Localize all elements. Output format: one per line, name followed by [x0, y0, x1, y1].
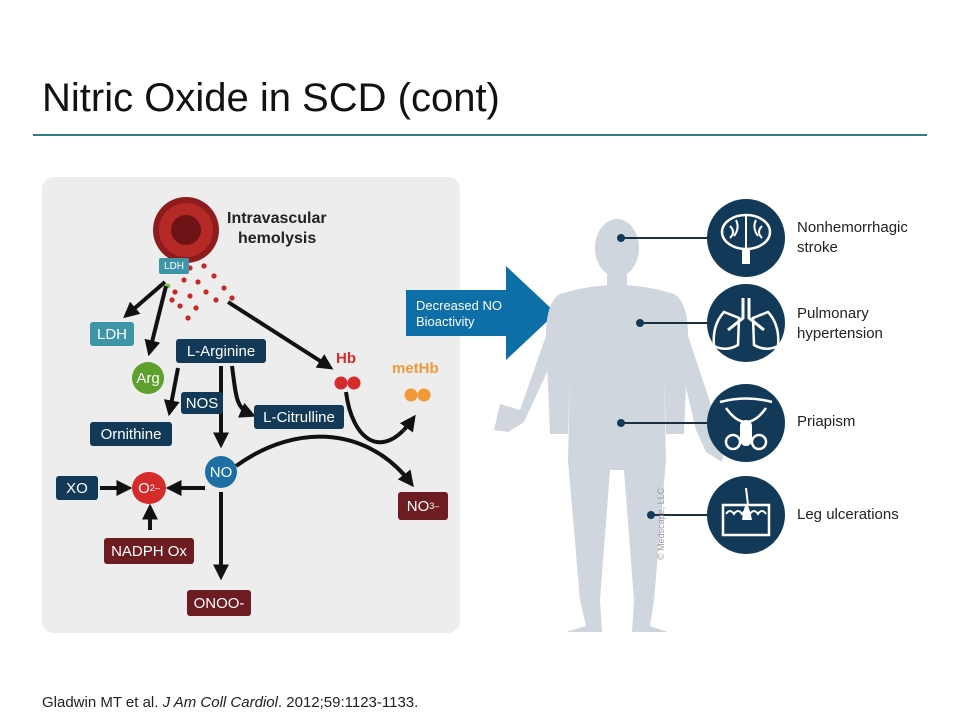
hemoglobin-dots [169, 263, 235, 321]
l-citrulline-box: L-Citrulline [254, 405, 344, 429]
hb-label: Hb [336, 350, 356, 367]
title-divider [33, 134, 927, 136]
connector-lines [621, 237, 708, 516]
ldh-small-label: LDH [159, 258, 189, 274]
nos-box: NOS [181, 392, 223, 414]
citation-journal: J Am Coll Cardiol [162, 694, 278, 711]
red-blood-cell-icon [153, 197, 219, 263]
citation-rest: . 2012;59:1123-1133. [277, 694, 419, 711]
hemolysis-label-line1: Intravascular [227, 210, 327, 227]
condition-pulmonary-line2: hypertension [797, 325, 883, 342]
human-body-silhouette [494, 219, 726, 632]
condition-stroke-line1: Nonhemorrhagic [797, 219, 908, 236]
condition-stroke-line2: stroke [797, 239, 838, 256]
condition-stroke: Nonhemorrhagic stroke [797, 218, 908, 258]
no3-label: NO [406, 497, 430, 515]
condition-pulmonary-line1: Pulmonary [797, 305, 869, 322]
skin-ulcer-icon [707, 476, 785, 554]
condition-priapism: Priapism [797, 412, 855, 432]
copyright-watermark: © Medscape, LLC [656, 487, 666, 560]
hemolysis-label-line2: hemolysis [238, 230, 317, 247]
xo-box: XO [56, 476, 98, 500]
methb-particle-icon [404, 388, 431, 402]
slide-title: Nitric Oxide in SCD (cont) [42, 76, 500, 120]
no-circle: NO [205, 456, 237, 488]
nadph-ox-box: NADPH Ox [104, 538, 194, 564]
condition-priapism-line1: Priapism [797, 413, 856, 430]
connector-dots [617, 234, 655, 519]
o2-subscript: 2 [149, 483, 155, 493]
condition-leg-ulcerations-line1: Leg ulcerations [797, 506, 899, 523]
brain-icon [707, 199, 785, 277]
arrow-banner-line1: Decreased NO [416, 298, 502, 313]
citation: Gladwin MT et al. J Am Coll Cardiol. 201… [42, 694, 418, 711]
lungs-icon [707, 284, 785, 362]
no3-superscript: – [434, 501, 440, 511]
o2-label: O [138, 479, 150, 497]
onoo-box: ONOO- [187, 590, 251, 616]
hb-particle-icon [334, 376, 361, 390]
condition-leg-ulcerations: Leg ulcerations [797, 505, 899, 525]
penis-icon [707, 384, 785, 462]
condition-pulmonary-hypertension: Pulmonary hypertension [797, 304, 883, 344]
citation-authors: Gladwin MT et al. [42, 694, 163, 711]
arg-circle: Arg [132, 362, 164, 394]
no3-subscript: 3 [429, 501, 435, 511]
l-arginine-box: L-Arginine [176, 339, 266, 363]
decreased-no-arrow [406, 266, 556, 360]
methb-label: metHb [392, 360, 439, 377]
o2-superscript: – [154, 483, 160, 493]
arrow-banner-line2: Bioactivity [416, 314, 475, 329]
ornithine-box: Ornithine [90, 422, 172, 446]
ldh-box: LDH [90, 322, 134, 346]
